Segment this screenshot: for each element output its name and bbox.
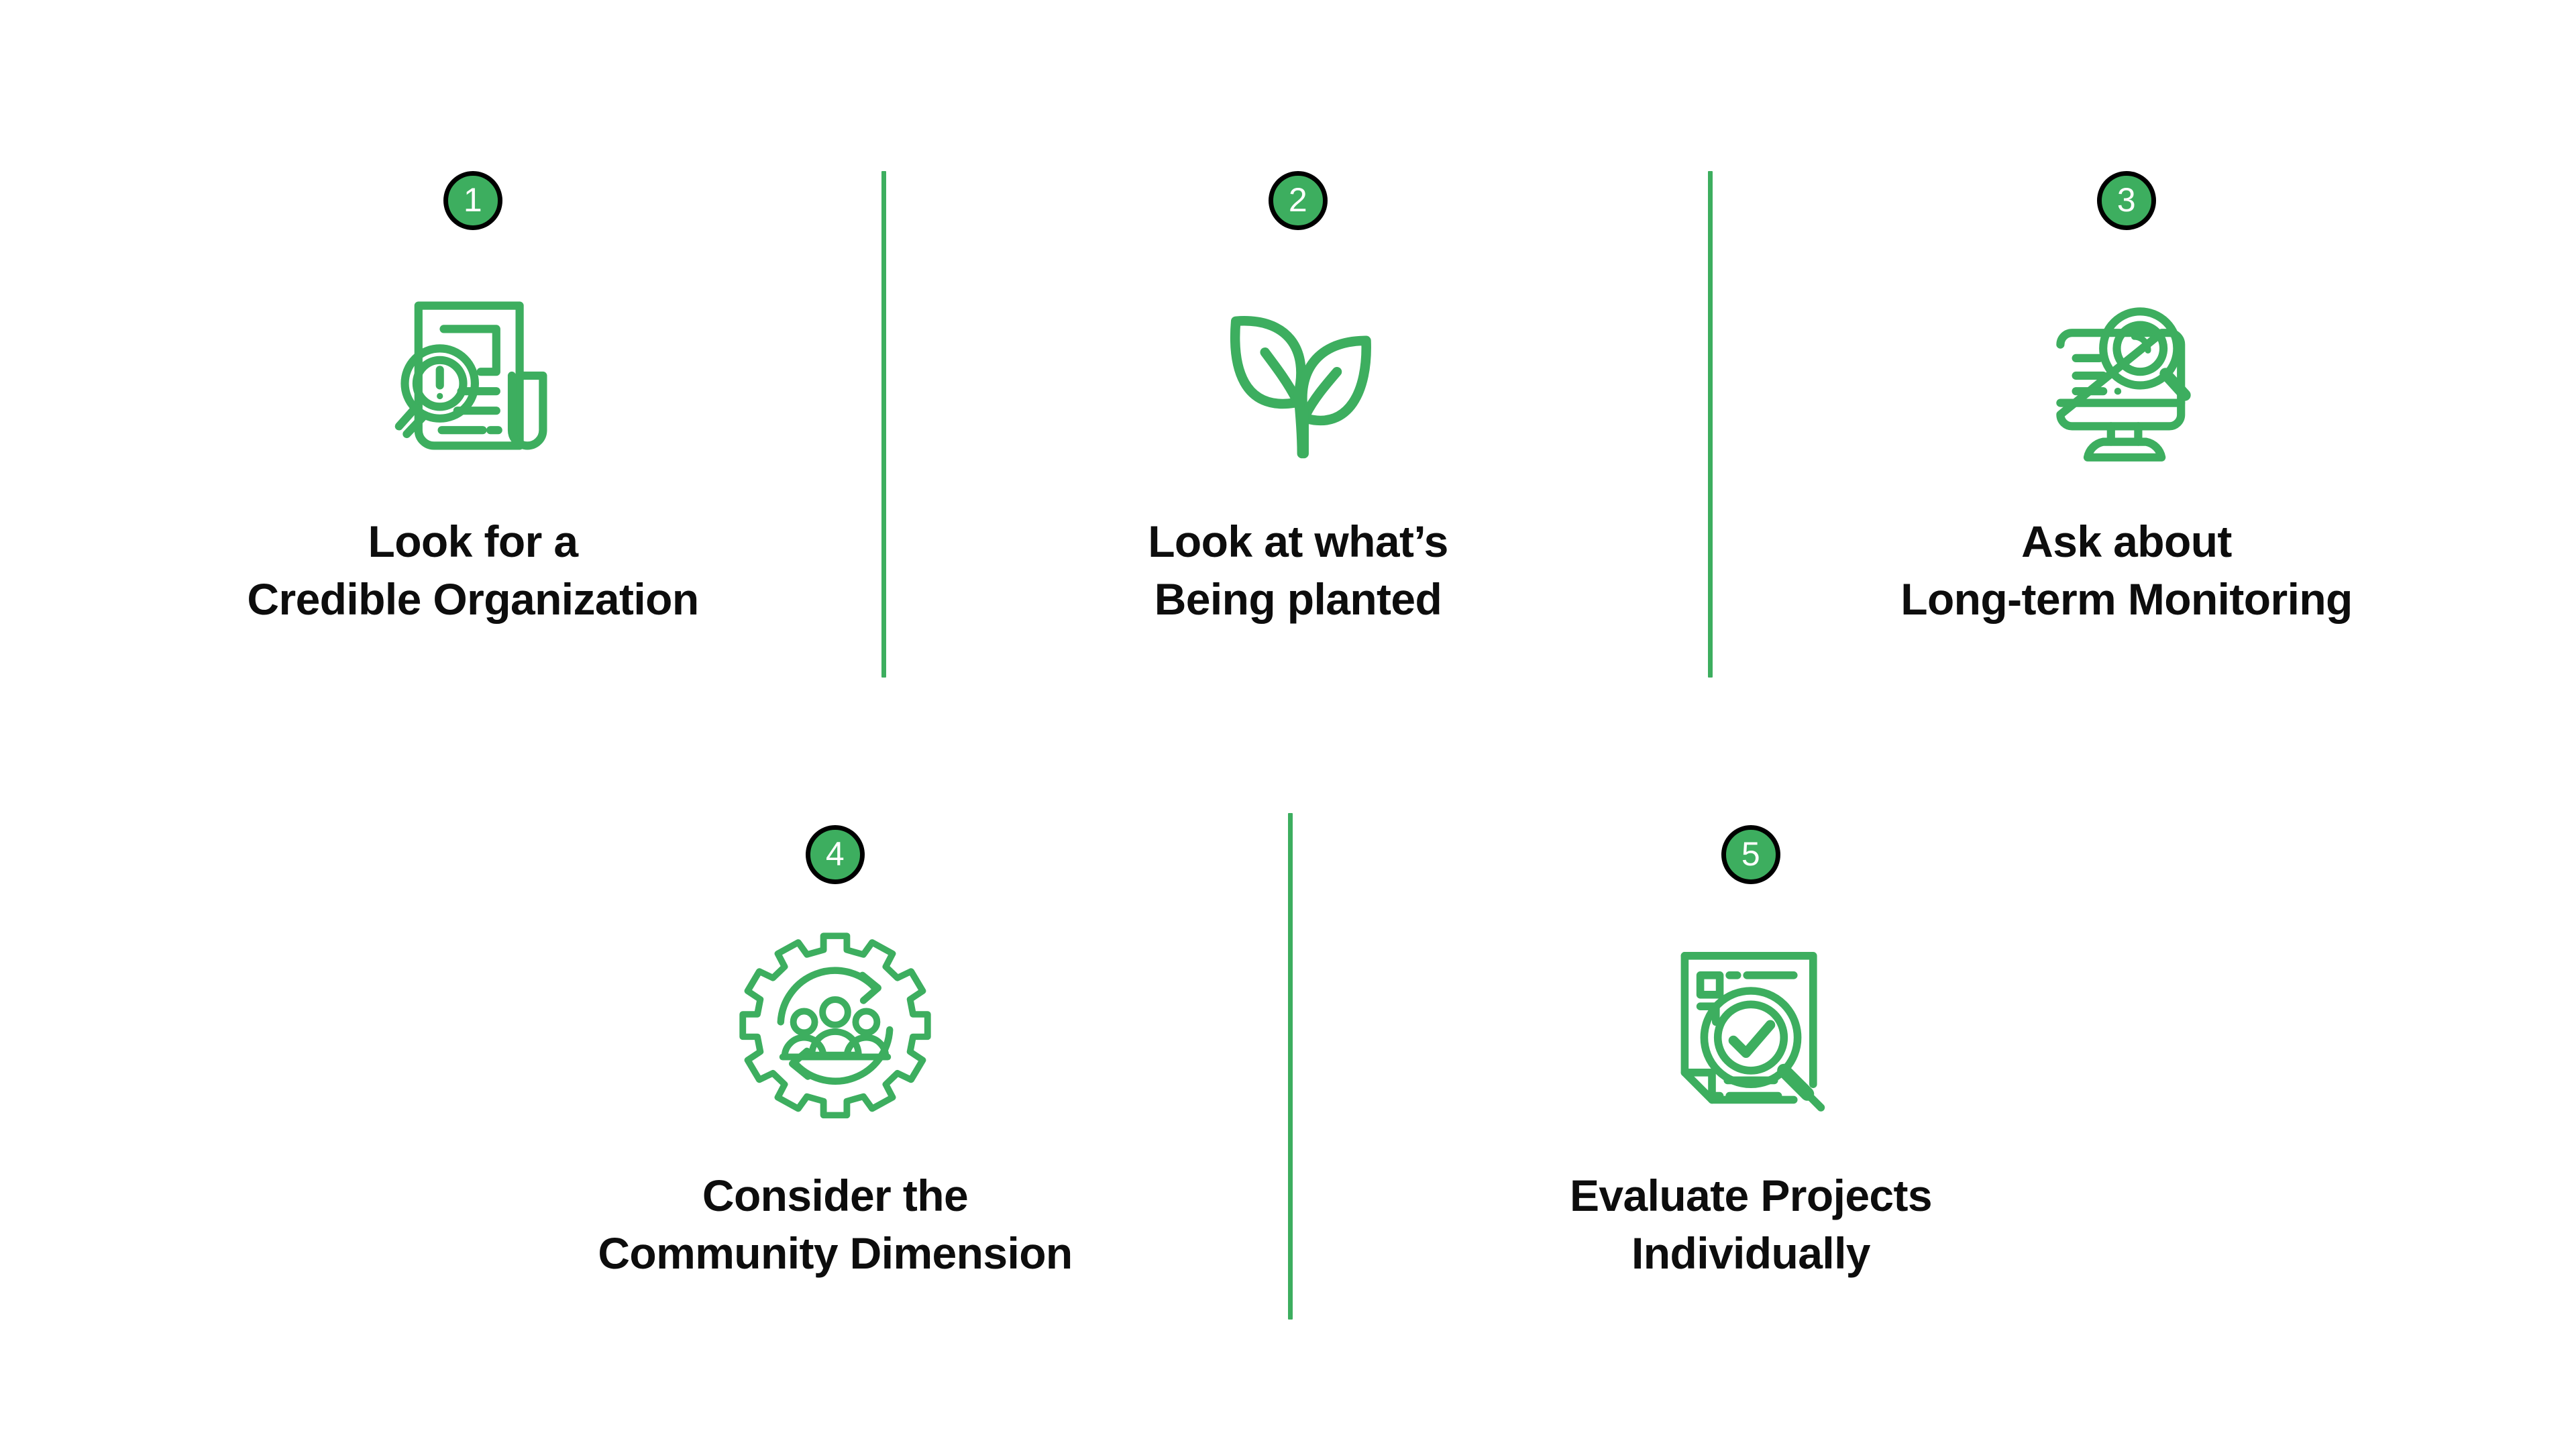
step-caption-4: Consider the Community Dimension [598,1167,1073,1283]
step-number-5: 5 [1741,835,1761,873]
step-caption-2-line2: Being planted [1154,574,1442,624]
step-number-3: 3 [2116,181,2137,219]
step-caption-5: Evaluate Projects Individually [1569,1167,1933,1283]
step-caption-1: Look for a Credible Organization [247,513,699,629]
step-caption-2-line1: Look at what’s [1148,517,1448,566]
step-caption-2: Look at what’s Being planted [1148,513,1448,629]
divider-row2 [1288,813,1293,1320]
step-number-1: 1 [463,181,483,219]
step-number-2: 2 [1288,181,1308,219]
step-item-2: 2 Look at what’s Being planted [963,171,1633,629]
step-badge-3: 3 [2097,171,2156,230]
step-number-4: 4 [825,835,845,873]
step-badge-4: 4 [806,825,865,884]
document-magnifier-check-icon [1654,932,1848,1127]
step-caption-5-line1: Evaluate Projects [1569,1171,1933,1220]
document-magnifier-alert-icon [376,278,570,473]
step-caption-3-line1: Ask about [2021,517,2232,566]
gear-people-cycle-icon [738,932,932,1127]
divider-row1-right [1708,171,1713,678]
step-item-3: 3 [1791,171,2462,629]
monitor-magnifier-icon [2029,278,2224,473]
step-caption-3: Ask about Long-term Monitoring [1900,513,2353,629]
step-item-4: 4 Consider the [500,825,1171,1283]
step-caption-3-line2: Long-term Monitoring [1900,574,2353,624]
step-caption-4-line2: Community Dimension [598,1228,1073,1278]
step-caption-1-line2: Credible Organization [247,574,699,624]
step-item-1: 1 [138,171,808,629]
step-item-5: 5 [1415,825,2086,1283]
step-badge-5: 5 [1721,825,1780,884]
step-caption-4-line1: Consider the [702,1171,969,1220]
step-caption-5-line2: Individually [1631,1228,1870,1278]
step-badge-1: 1 [443,171,502,230]
step-badge-2: 2 [1269,171,1328,230]
step-caption-1-line1: Look for a [368,517,578,566]
sprout-plant-icon [1201,278,1395,473]
divider-row1-left [881,171,886,678]
